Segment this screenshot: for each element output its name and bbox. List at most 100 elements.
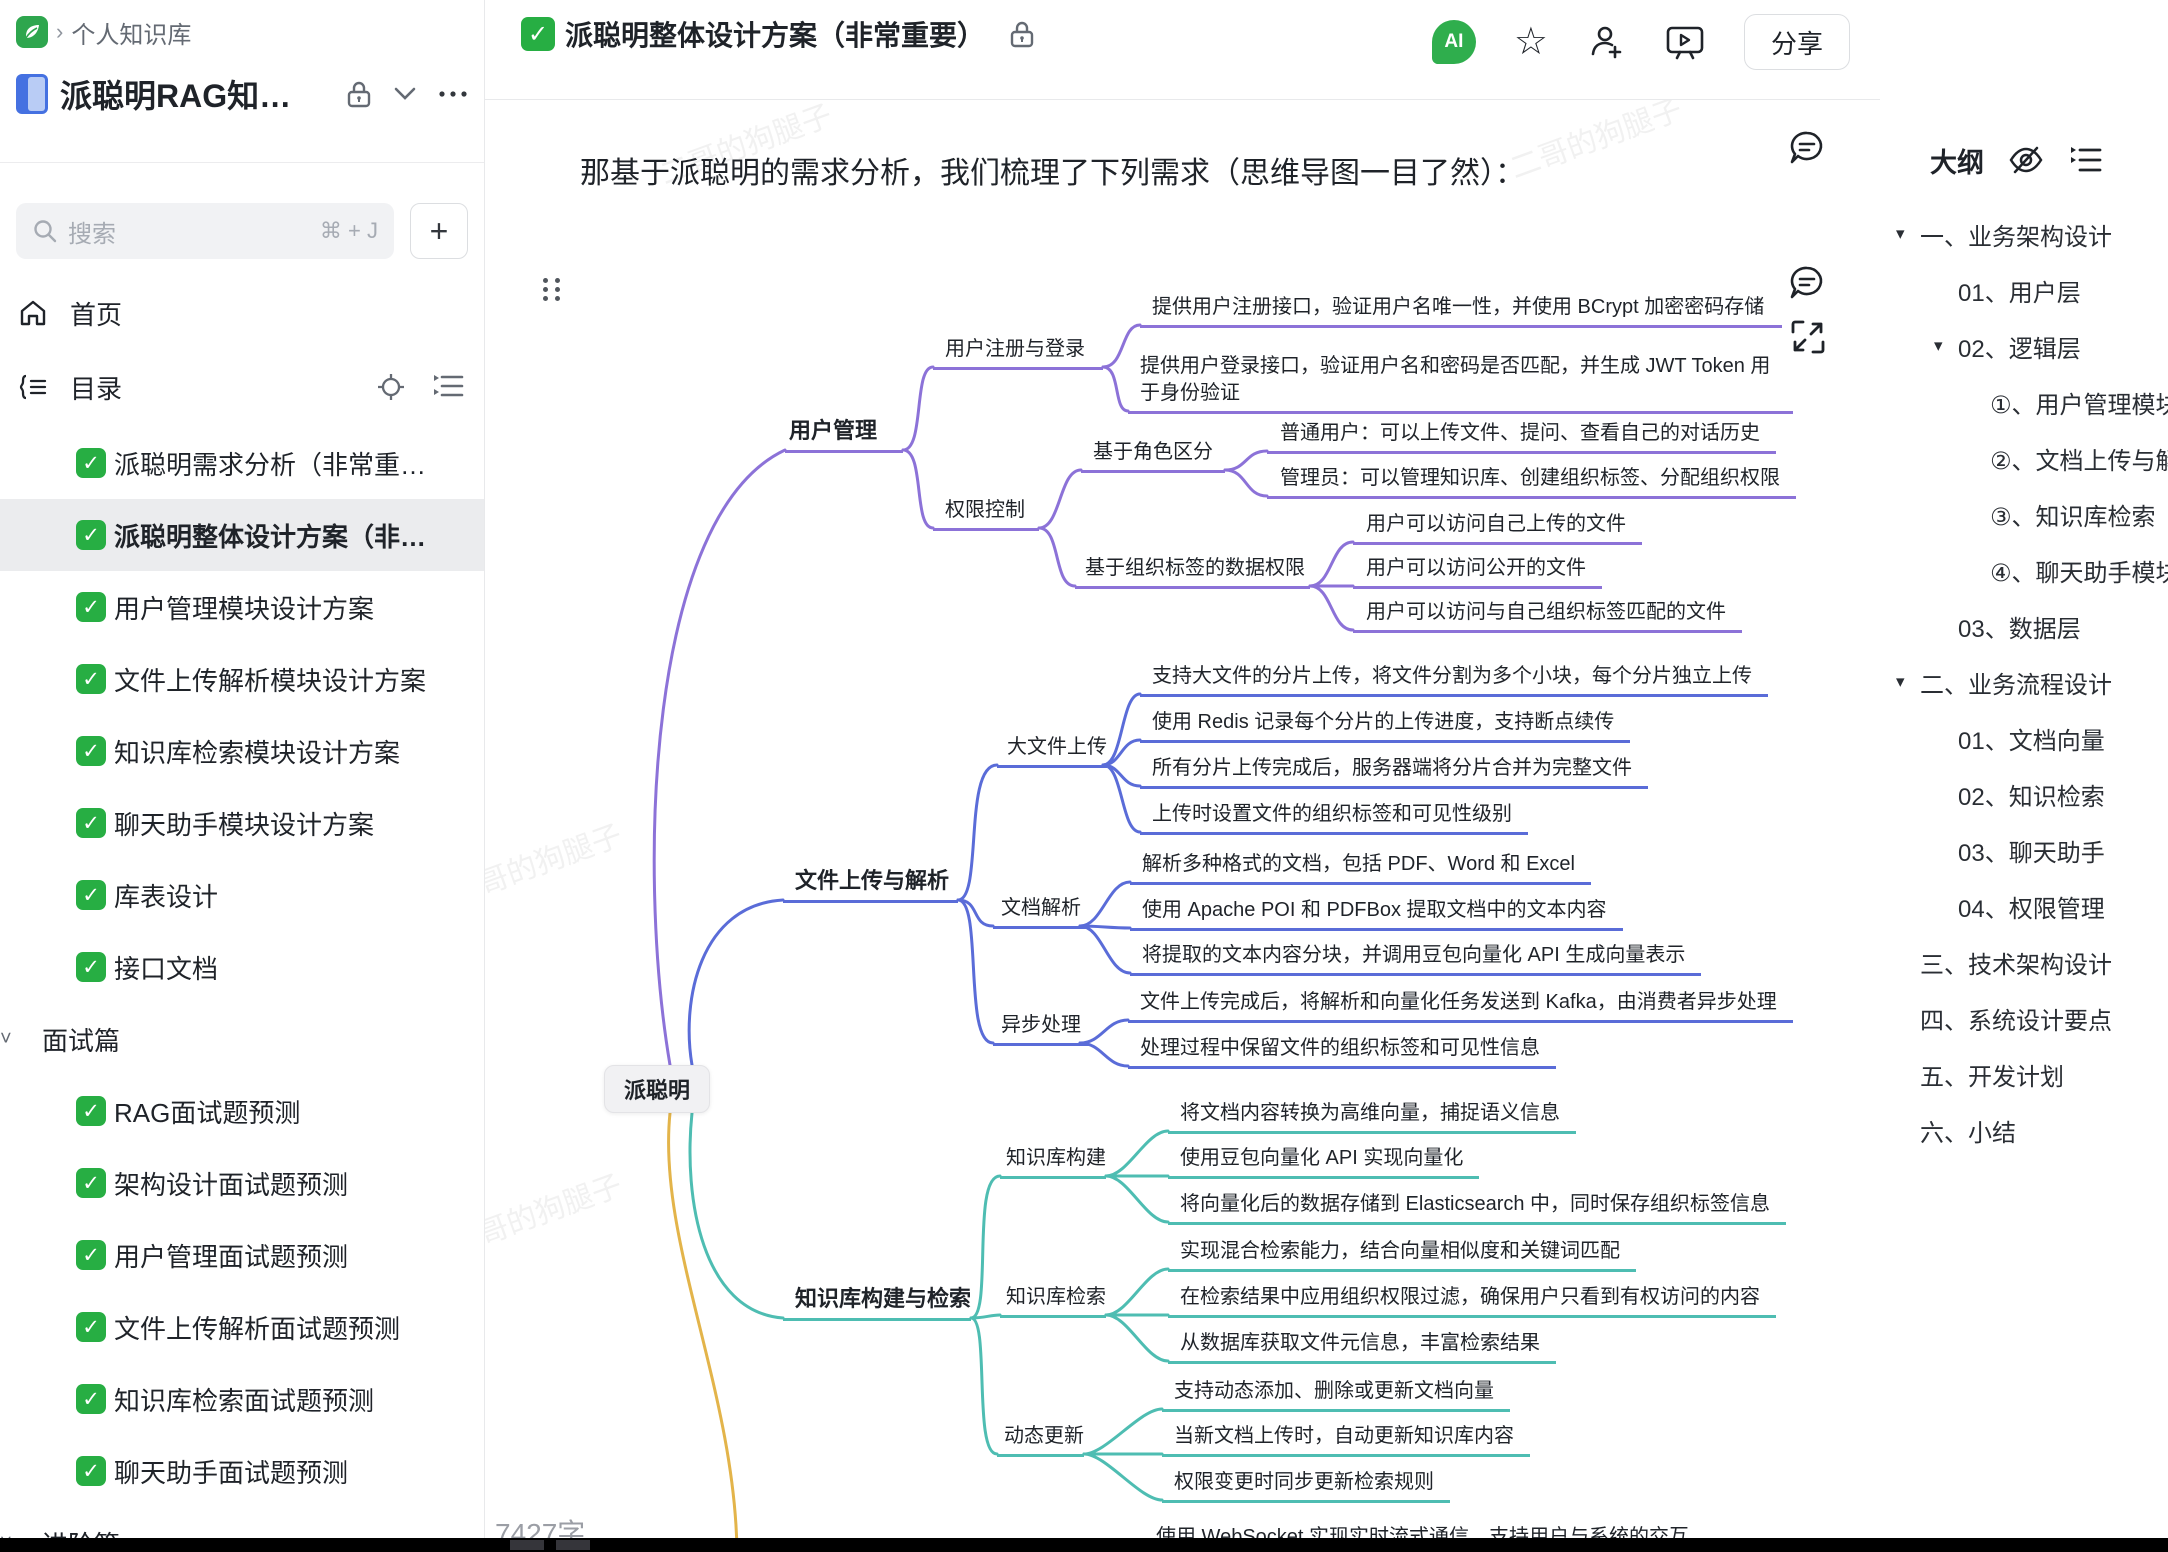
mindmap-leaf[interactable]: 提供用户登录接口，验证用户名和密码是否匹配，并生成 JWT Token 用于身份… <box>1128 353 1793 414</box>
mindmap-leaf[interactable]: 管理员：可以管理知识库、创建组织标签、分配组织权限 <box>1267 465 1796 499</box>
doc-item-selected[interactable]: ✓派聪明整体设计方案（非… <box>0 499 484 571</box>
outline-item[interactable]: ②、文档上传与解析 <box>1990 447 2168 475</box>
mindmap-leaf[interactable]: 当新文档上传时，自动更新知识库内容 <box>1162 1423 1530 1457</box>
mindmap-leaf[interactable]: 用户可以访问自己上传的文件 <box>1353 511 1642 545</box>
workspace-title[interactable]: 派聪明RAG知… <box>60 78 292 114</box>
mindmap-leaf[interactable]: 提供用户注册接口，验证用户名唯一性，并使用 BCrypt 加密密码存储 <box>1140 294 1783 328</box>
outline-list-icon[interactable] <box>2068 146 2102 174</box>
caret-down-icon[interactable]: ▾ <box>1896 672 1905 691</box>
doc-item[interactable]: ✓文件上传解析模块设计方案 <box>0 643 484 715</box>
outline-item[interactable]: 03、聊天助手 <box>1958 839 2105 867</box>
workspace-title-row[interactable]: 派聪明RAG知… <box>16 66 468 122</box>
outline-item[interactable]: 三、技术架构设计 <box>1920 951 2112 979</box>
mindmap-root-node[interactable]: 派聪明 <box>604 1065 710 1113</box>
new-doc-button[interactable]: + <box>410 203 468 259</box>
eye-off-icon[interactable] <box>2008 145 2044 175</box>
doc-item[interactable]: ✓聊天助手模块设计方案 <box>0 787 484 859</box>
outline-item[interactable]: 六、小结 <box>1920 1119 2016 1147</box>
mindmap-leaf[interactable]: 处理过程中保留文件的组织标签和可见性信息 <box>1128 1035 1556 1069</box>
mindmap-leaf[interactable]: 文件上传完成后，将解析和向量化任务发送到 Kafka，由消费者异步处理 <box>1128 989 1793 1023</box>
chevron-down-icon[interactable] <box>394 87 416 101</box>
outline-item[interactable]: ▾一、业务架构设计 <box>1896 223 2112 251</box>
mindmap-node[interactable]: 知识库检索 <box>1000 1284 1106 1318</box>
share-button[interactable]: 分享 <box>1743 14 1850 70</box>
breadcrumb[interactable]: › 个人知识库 <box>16 14 468 50</box>
outline-item[interactable]: 01、文档向量 <box>1958 727 2105 755</box>
doc-item[interactable]: ✓聊天助手面试题预测 <box>0 1435 484 1507</box>
mindmap-branch-node[interactable]: 用户管理 <box>785 417 904 453</box>
mindmap-leaf[interactable]: 普通用户：可以上传文件、提问、查看自己的对话历史 <box>1267 420 1776 454</box>
ai-assistant-button[interactable]: AI <box>1431 20 1476 64</box>
outline-item[interactable]: 四、系统设计要点 <box>1920 1007 2112 1035</box>
outline-item[interactable]: 03、数据层 <box>1958 615 2081 643</box>
outline-item[interactable]: ①、用户管理模块 <box>1990 391 2168 419</box>
doc-canvas[interactable]: 二哥的狗腿子 二哥的狗腿子 二哥的狗腿子 二哥的狗腿子 那基于派聪明的需求分析，… <box>485 100 1880 1552</box>
mindmap-leaf[interactable]: 用户可以访问与自己组织标签匹配的文件 <box>1353 599 1742 633</box>
comment-bubble-icon[interactable] <box>1787 128 1827 168</box>
locate-icon[interactable] <box>376 372 406 402</box>
mindmap-leaf[interactable]: 实现混合检索能力，结合向量相似度和关键词匹配 <box>1168 1238 1636 1272</box>
doc-item[interactable]: ✓接口文档 <box>0 931 484 1003</box>
doc-item[interactable]: ✓库表设计 <box>0 859 484 931</box>
mindmap-leaf[interactable]: 解析多种格式的文档，包括 PDF、Word 和 Excel <box>1130 851 1591 885</box>
mindmap-leaf[interactable]: 权限变更时同步更新检索规则 <box>1162 1469 1450 1503</box>
star-icon[interactable]: ☆ <box>1513 21 1548 63</box>
collapse-list-icon[interactable] <box>432 372 464 400</box>
mindmap-node[interactable]: 动态更新 <box>997 1423 1084 1457</box>
doc-item[interactable]: ✓知识库检索模块设计方案 <box>0 715 484 787</box>
mindmap-node[interactable]: 异步处理 <box>993 1012 1089 1046</box>
sidebar-section-interview[interactable]: ˅面试篇 <box>0 1003 484 1075</box>
outline-item[interactable]: 01、用户层 <box>1958 279 2081 307</box>
mindmap-leaf[interactable]: 所有分片上传完成后，服务器端将分片合并为完整文件 <box>1140 755 1648 789</box>
outline-item[interactable]: 02、知识检索 <box>1958 783 2105 811</box>
mindmap-leaf[interactable]: 用户可以访问公开的文件 <box>1353 555 1602 589</box>
outline-item[interactable]: ▾二、业务流程设计 <box>1896 671 2112 699</box>
drag-handle-icon[interactable] <box>543 278 563 301</box>
caret-down-icon[interactable]: ▾ <box>1896 224 1905 243</box>
mindmap-leaf[interactable]: 从数据库获取文件元信息，丰富检索结果 <box>1168 1330 1556 1364</box>
mindmap-leaf[interactable]: 将向量化后的数据存储到 Elasticsearch 中，同时保存组织标签信息 <box>1168 1191 1787 1225</box>
doc-item[interactable]: ✓知识库检索面试题预测 <box>0 1363 484 1435</box>
mindmap-node[interactable]: 权限控制 <box>933 497 1039 531</box>
doc-item-label: 用户管理面试题预测 <box>114 1241 349 1272</box>
mindmap-leaf[interactable]: 使用 Redis 记录每个分片的上传进度，支持断点续传 <box>1140 709 1631 743</box>
outline-item[interactable]: ④、聊天助手模块 <box>1990 559 2168 587</box>
mindmap-node[interactable]: 知识库构建 <box>1000 1145 1106 1179</box>
doc-item[interactable]: ✓用户管理面试题预测 <box>0 1219 484 1291</box>
mindmap-node[interactable]: 文档解析 <box>993 895 1089 929</box>
mindmap-node[interactable]: 大文件上传 <box>997 734 1107 768</box>
search-input[interactable]: 搜索 ⌘ + J <box>16 203 394 259</box>
more-dots-icon[interactable] <box>438 90 468 98</box>
app-logo-icon[interactable] <box>16 16 48 48</box>
outline-item[interactable]: 五、开发计划 <box>1920 1063 2064 1091</box>
mindmap-node[interactable]: 基于组织标签的数据权限 <box>1075 555 1310 589</box>
expand-fullscreen-icon[interactable] <box>1789 318 1827 356</box>
mindmap-leaf[interactable]: 支持动态添加、删除或更新文档向量 <box>1162 1378 1510 1412</box>
mindmap-leaf[interactable]: 在检索结果中应用组织权限过滤，确保用户只看到有权访问的内容 <box>1168 1284 1776 1318</box>
mindmap-node[interactable]: 用户注册与登录 <box>933 336 1103 370</box>
doc-item[interactable]: ✓派聪明需求分析（非常重… <box>0 427 484 499</box>
doc-item[interactable]: ✓文件上传解析面试题预测 <box>0 1291 484 1363</box>
outline-item[interactable]: ③、知识库检索 <box>1990 503 2156 531</box>
outline-item[interactable]: 04、权限管理 <box>1958 895 2105 923</box>
mindmap-leaf[interactable]: 支持大文件的分片上传，将文件分割为多个小块，每个分片独立上传 <box>1140 663 1768 697</box>
present-icon[interactable] <box>1664 22 1706 62</box>
mindmap-leaf[interactable]: 将提取的文本内容分块，并调用豆包向量化 API 生成向量表示 <box>1130 942 1702 976</box>
sidebar-item-toc[interactable]: 目录 <box>16 363 468 411</box>
caret-down-icon[interactable]: ▾ <box>1934 336 1943 355</box>
mindmap-leaf[interactable]: 将文档内容转换为高维向量，捕捉语义信息 <box>1168 1100 1576 1134</box>
outline-item[interactable]: ▾02、逻辑层 <box>1934 335 2081 363</box>
breadcrumb-label[interactable]: 个人知识库 <box>71 21 192 49</box>
comment-bubble-icon[interactable] <box>1787 263 1827 303</box>
mindmap-branch-node[interactable]: 文件上传与解析 <box>783 867 959 903</box>
mindmap-node[interactable]: 基于角色区分 <box>1081 439 1225 473</box>
sidebar-item-home[interactable]: 首页 <box>16 289 468 337</box>
mindmap-leaf[interactable]: 使用 Apache POI 和 PDFBox 提取文档中的文本内容 <box>1130 897 1623 931</box>
mindmap-branch-node[interactable]: 知识库构建与检索 <box>783 1285 972 1321</box>
doc-item[interactable]: ✓架构设计面试题预测 <box>0 1147 484 1219</box>
doc-item[interactable]: ✓用户管理模块设计方案 <box>0 571 484 643</box>
mindmap-leaf[interactable]: 上传时设置文件的组织标签和可见性级别 <box>1140 801 1528 835</box>
doc-item[interactable]: ✓RAG面试题预测 <box>0 1075 484 1147</box>
add-collaborator-icon[interactable] <box>1586 22 1626 62</box>
mindmap-leaf[interactable]: 使用豆包向量化 API 实现向量化 <box>1168 1145 1480 1179</box>
